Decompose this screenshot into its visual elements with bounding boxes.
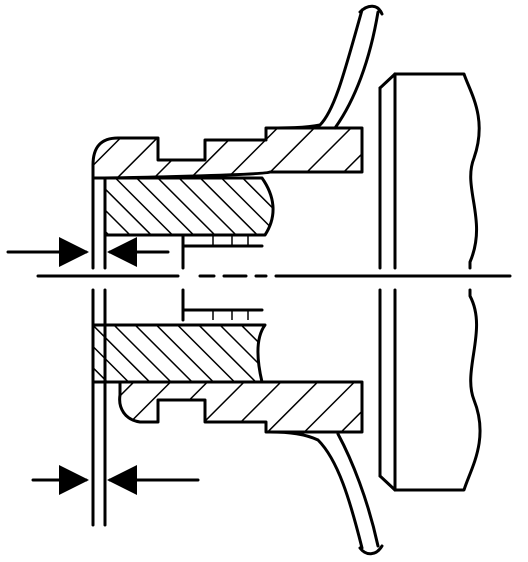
upper-pipe-wall <box>268 4 384 130</box>
lower-seal-ring <box>91 323 267 384</box>
lower-bore-detail <box>181 288 264 322</box>
lower-pipe-wall <box>268 430 384 556</box>
upper-bore-detail <box>181 234 264 270</box>
lower-flange <box>118 380 364 434</box>
upper-flange <box>91 126 364 180</box>
mating-block <box>378 72 482 492</box>
upper-seal-ring <box>103 176 275 237</box>
